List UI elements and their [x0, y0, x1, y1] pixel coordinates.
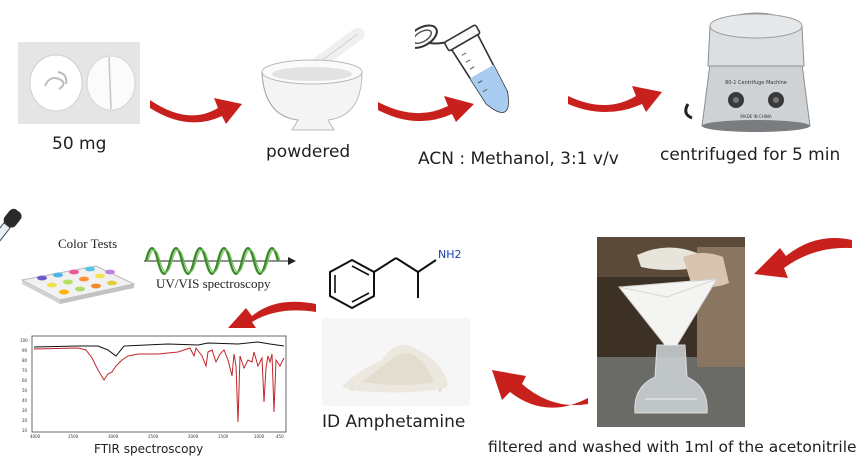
uvvis-label: UV/VIS spectroscopy — [156, 276, 271, 291]
arrow-mortar-to-tube — [378, 96, 474, 122]
svg-text:30: 30 — [22, 408, 28, 413]
tube-caption: ACN : Methanol, 3:1 v/v — [418, 149, 619, 169]
svg-text:40: 40 — [22, 398, 28, 403]
svg-text:70: 70 — [22, 368, 28, 373]
svg-text:50: 50 — [22, 388, 28, 393]
filter-caption: filtered and washed with 1ml of the acet… — [488, 438, 857, 456]
svg-text:60: 60 — [22, 378, 28, 383]
svg-text:10: 10 — [22, 428, 28, 433]
centrifuge-machine-image: 80-1 Centrifuge Machine MADE IN CHINA — [684, 12, 811, 132]
uvvis-wave-image — [144, 247, 296, 275]
svg-text:3500: 3500 — [68, 434, 79, 439]
arrow-powder-to-tests — [228, 301, 316, 328]
mortar-caption: powdered — [266, 142, 351, 162]
amphetamine-structure: NH2 — [329, 248, 462, 310]
powder-caption: ID Amphetamine — [322, 412, 466, 432]
svg-text:1000: 1000 — [254, 434, 265, 439]
svg-text:90: 90 — [22, 348, 28, 353]
centrifuge-brand: MADE IN CHINA — [740, 114, 771, 119]
svg-text:4000: 4000 — [30, 434, 41, 439]
amphetamine-powder-image — [322, 318, 470, 406]
arrow-tablets-to-mortar — [150, 98, 242, 124]
svg-text:3000: 3000 — [108, 434, 119, 439]
svg-text:450: 450 — [276, 434, 284, 439]
color-tests-label: Color Tests — [58, 236, 118, 251]
tablets-caption: 50 mg — [52, 134, 107, 154]
ftir-label: FTIR spectroscopy — [94, 442, 204, 456]
centrifuge-caption: centrifuged for 5 min — [660, 145, 841, 165]
tablets-image — [18, 42, 140, 124]
filtration-image — [597, 237, 745, 427]
mortar-pestle-image — [261, 28, 365, 131]
arrow-centrifuge-to-filter — [754, 238, 852, 278]
color-test-plate-image — [0, 208, 136, 304]
nh2-label: NH2 — [438, 248, 462, 261]
arrow-filter-to-powder — [492, 370, 588, 408]
svg-text:80: 80 — [22, 358, 28, 363]
svg-text:2000: 2000 — [188, 434, 199, 439]
centrifuge-label: 80-1 Centrifuge Machine — [725, 80, 787, 86]
svg-text:2500: 2500 — [148, 434, 159, 439]
svg-text:1500: 1500 — [218, 434, 229, 439]
svg-text:100: 100 — [20, 338, 28, 343]
svg-text:20: 20 — [22, 418, 28, 423]
centrifuge-tube-image — [415, 24, 509, 113]
ftir-spectrum: 100 90 80 70 60 50 40 30 20 10 4000 3500 3000 2500… — [20, 335, 287, 439]
arrow-tube-to-centrifuge — [568, 86, 662, 112]
